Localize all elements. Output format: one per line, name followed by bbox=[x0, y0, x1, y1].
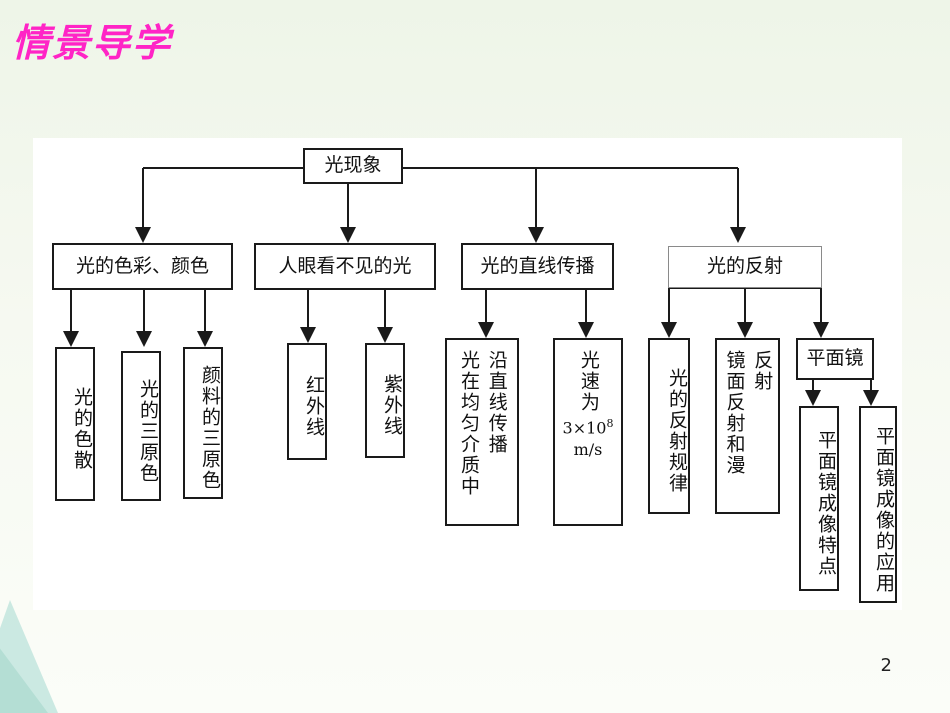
speed-unit: m/s bbox=[573, 440, 603, 460]
speed-value: 3×108 bbox=[562, 417, 614, 438]
page-number: 2 bbox=[880, 655, 892, 676]
leaf-ultraviolet: 紫外线 bbox=[365, 343, 405, 458]
leaf-reflection-law: 光的反射规律 bbox=[648, 338, 690, 514]
root-node: 光现象 bbox=[303, 148, 403, 184]
category-invisible-light: 人眼看不见的光 bbox=[254, 243, 436, 290]
slide-title: 情景导学 bbox=[12, 21, 173, 65]
leaf-dispersion: 光的色散 bbox=[55, 347, 95, 501]
speed-exponent: 8 bbox=[606, 417, 614, 430]
leaf-specular-diffuse: 镜面反射和漫 反射 bbox=[715, 338, 780, 514]
node-plane-mirror: 平面镜 bbox=[796, 338, 874, 380]
speed-label: 光速为 bbox=[577, 350, 600, 413]
category-reflection: 光的反射 bbox=[668, 246, 822, 288]
leaf-light-primary-colors: 光的三原色 bbox=[121, 351, 161, 501]
category-color: 光的色彩、颜色 bbox=[52, 243, 233, 290]
concept-map: 光现象 光的色彩、颜色 人眼看不见的光 光的直线传播 光的反射 光的色散 光的三… bbox=[33, 138, 902, 610]
reflection-text-col-1: 镜面反射和漫 bbox=[723, 350, 746, 476]
category-rectilinear-propagation: 光的直线传播 bbox=[461, 243, 614, 290]
tree-decoration bbox=[0, 600, 58, 713]
leaf-infrared: 红外线 bbox=[287, 343, 327, 460]
reflection-text-col-2: 反射 bbox=[751, 350, 774, 392]
leaf-speed-of-light: 光速为 3×108 m/s bbox=[553, 338, 623, 526]
leaf-pigment-primary-colors: 颜料的三原色 bbox=[183, 347, 223, 499]
leaf-mirror-image-features: 平面镜成像特点 bbox=[799, 406, 839, 591]
propagation-text-col-1: 光在均匀介质中 bbox=[458, 350, 480, 497]
leaf-propagation-condition: 光在均匀介质中 沿直线传播 bbox=[445, 338, 519, 526]
connector-lines bbox=[63, 167, 879, 406]
propagation-text-col-2: 沿直线传播 bbox=[485, 350, 508, 455]
leaf-mirror-applications: 平面镜成像的应用 bbox=[859, 406, 897, 603]
